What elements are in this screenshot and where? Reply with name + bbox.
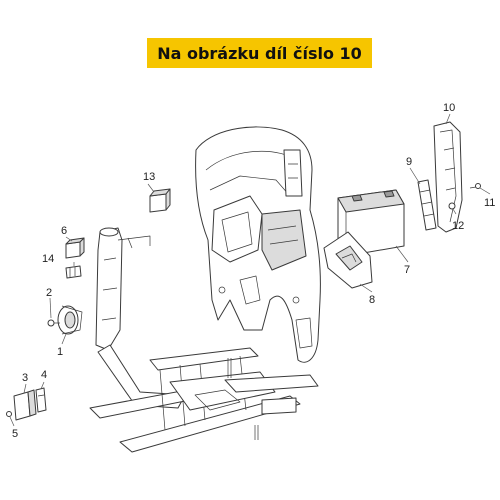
callout-1: 1 — [57, 346, 63, 358]
part-1-horn — [57, 305, 83, 335]
callout-3: 3 — [22, 372, 28, 384]
part-8-cover — [323, 231, 373, 289]
part-6-relay — [65, 237, 85, 259]
part-14-connector — [65, 265, 82, 279]
callout-9: 9 — [406, 156, 412, 168]
part-12-nut — [448, 202, 456, 210]
callout-8: 8 — [369, 294, 375, 306]
callout-12: 12 — [452, 220, 464, 232]
part-3-module — [13, 389, 37, 421]
callout-13: 13 — [143, 171, 155, 183]
part-4-clip — [35, 387, 47, 413]
callout-10: 10 — [443, 102, 455, 114]
title-banner: Na obrázku díl číslo 10 — [147, 38, 372, 68]
callout-5: 5 — [12, 428, 18, 440]
part-13-relay — [149, 188, 171, 213]
inner-panel — [195, 126, 321, 363]
part-9-strap — [417, 179, 437, 231]
part-11-screw — [469, 183, 481, 189]
callout-6: 6 — [61, 225, 67, 237]
leader-lines — [9, 113, 491, 427]
banner-title: Na obrázku díl číslo 10 — [157, 43, 362, 63]
callout-labels: 1 2 3 4 5 6 7 8 9 10 11 12 13 14 — [12, 102, 495, 440]
part-10-panel — [433, 121, 463, 233]
frame-assembly — [89, 227, 319, 453]
part-5-screw — [6, 411, 12, 417]
callout-14: 14 — [42, 253, 54, 265]
callout-7: 7 — [404, 264, 410, 276]
callout-2: 2 — [46, 287, 52, 299]
part-2-screw — [47, 319, 60, 327]
callout-11: 11 — [484, 197, 495, 209]
callout-4: 4 — [41, 369, 47, 381]
